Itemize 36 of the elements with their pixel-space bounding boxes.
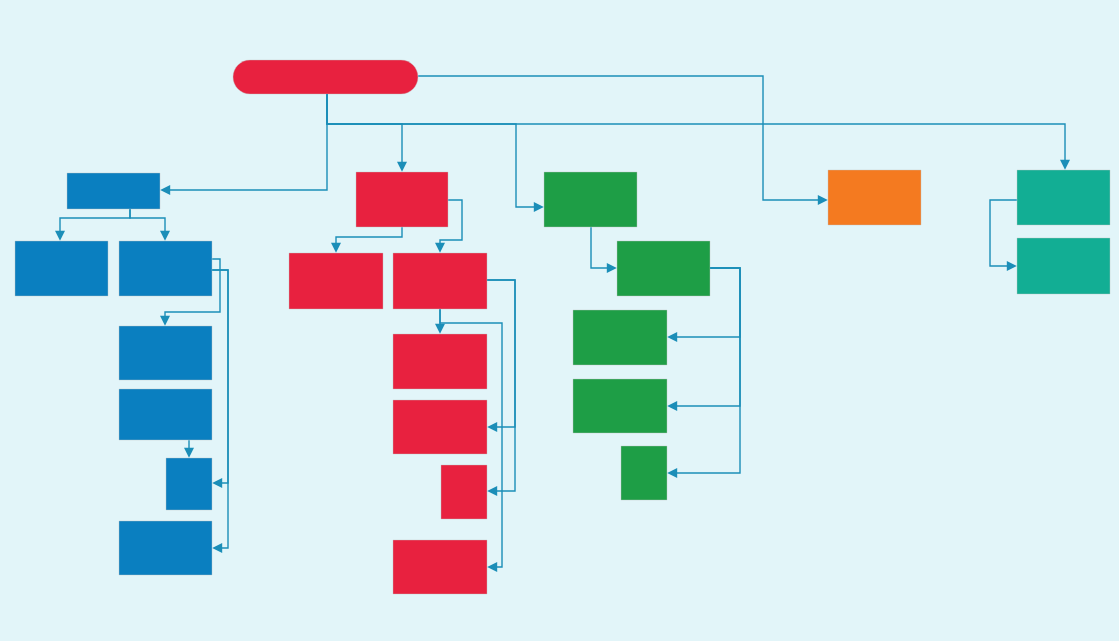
process-box xyxy=(392,539,488,595)
process-box xyxy=(616,240,711,297)
connector-arrow xyxy=(129,208,170,241)
process-box xyxy=(1016,169,1111,226)
process-box xyxy=(66,172,161,210)
process-box xyxy=(572,309,668,366)
connector-arrow xyxy=(211,269,229,553)
connector-arrow xyxy=(989,199,1018,271)
process-box xyxy=(118,240,213,297)
terminal-box xyxy=(232,59,419,95)
process-box xyxy=(165,457,213,511)
connector-arrow xyxy=(486,279,516,496)
connector-arrow xyxy=(435,199,463,253)
process-box xyxy=(288,252,384,310)
connector-arrow xyxy=(667,267,741,478)
connector-arrow xyxy=(331,226,403,253)
process-box xyxy=(118,325,213,381)
process-box xyxy=(827,169,922,226)
connector-arrow xyxy=(590,226,617,273)
process-box xyxy=(440,464,488,520)
process-box xyxy=(572,378,668,434)
connector-arrow xyxy=(439,308,503,572)
connector-arrow xyxy=(184,439,194,458)
process-box xyxy=(118,388,213,441)
process-box xyxy=(118,520,213,576)
connector-arrow xyxy=(160,258,221,326)
process-box xyxy=(355,171,449,228)
process-box xyxy=(392,252,488,310)
process-box xyxy=(1016,237,1111,295)
process-box xyxy=(14,240,109,297)
connector-arrow xyxy=(326,93,1070,170)
connector-arrow xyxy=(417,75,828,205)
process-box xyxy=(392,399,488,455)
process-box xyxy=(543,171,638,228)
process-box xyxy=(620,445,668,501)
process-box xyxy=(392,333,488,390)
